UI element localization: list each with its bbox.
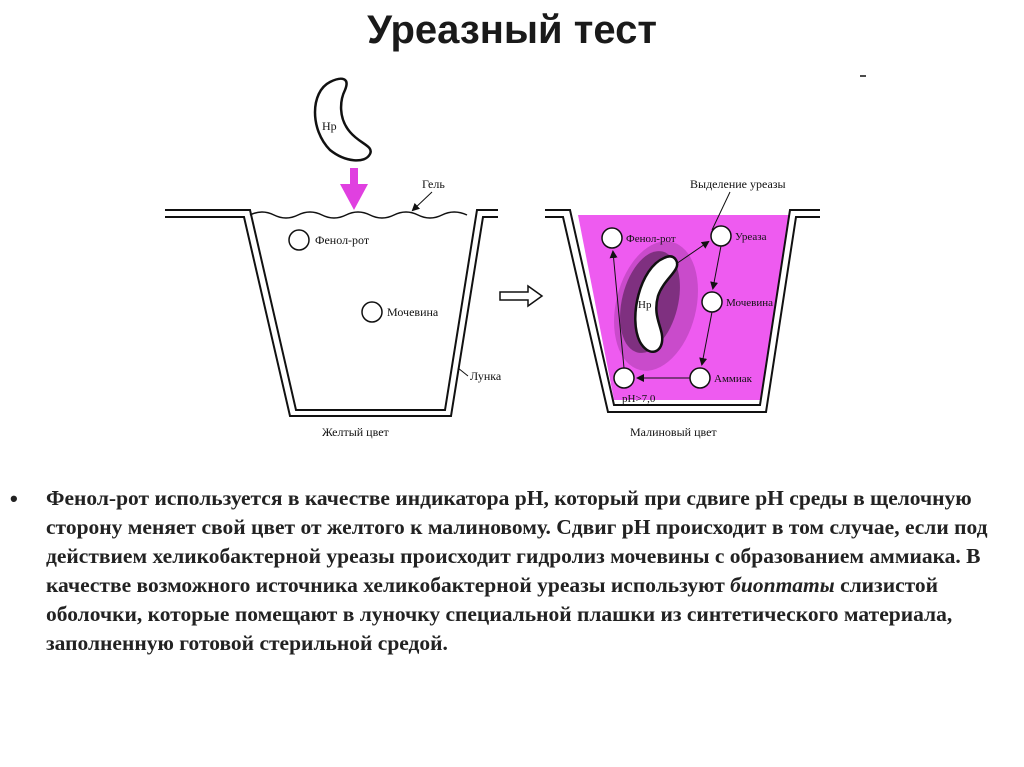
urease-release-label: Выделение уреазы <box>690 177 786 191</box>
down-arrow-icon <box>340 168 368 210</box>
left-caption: Желтый цвет <box>322 425 390 439</box>
ammonia-circle <box>690 368 710 388</box>
ammonia-label: Аммиак <box>714 373 753 385</box>
right-caption: Малиновый цвет <box>630 425 717 439</box>
phenol-red-label: Фенол-рот <box>315 233 370 247</box>
gel-label: Гель <box>422 177 445 191</box>
hp-label: Hp <box>322 119 337 133</box>
bullet-icon: • <box>10 484 46 513</box>
transition-arrow-icon <box>500 286 542 306</box>
urea-right-label: Мочевина <box>726 297 773 309</box>
ph-circle <box>614 368 634 388</box>
urea-circle-right <box>702 292 722 312</box>
urea-circle <box>362 302 382 322</box>
phenol-red-circle-right <box>602 228 622 248</box>
urease-test-diagram: Hp Гель Фенол-рот Мочевина Лунка Желтый … <box>0 60 1024 460</box>
phenol-red-circle <box>289 230 309 250</box>
urease-circle <box>711 226 731 246</box>
urease-label: Уреаза <box>735 231 767 243</box>
description-italic: биоптаты <box>730 573 835 597</box>
well-label: Лунка <box>470 369 502 383</box>
gel-surface <box>250 212 467 218</box>
urea-label: Мочевина <box>387 305 439 319</box>
description-block: • Фенол-рот используется в качестве инди… <box>10 484 1014 658</box>
ph-label: pH>7,0 <box>622 393 656 405</box>
hp-right-label: Hp <box>638 299 652 311</box>
slide-title: Уреазный тест <box>0 8 1024 53</box>
phenol-red-right-label: Фенол-рот <box>626 233 676 245</box>
description-paragraph: Фенол-рот используется в качестве индика… <box>46 484 1006 658</box>
